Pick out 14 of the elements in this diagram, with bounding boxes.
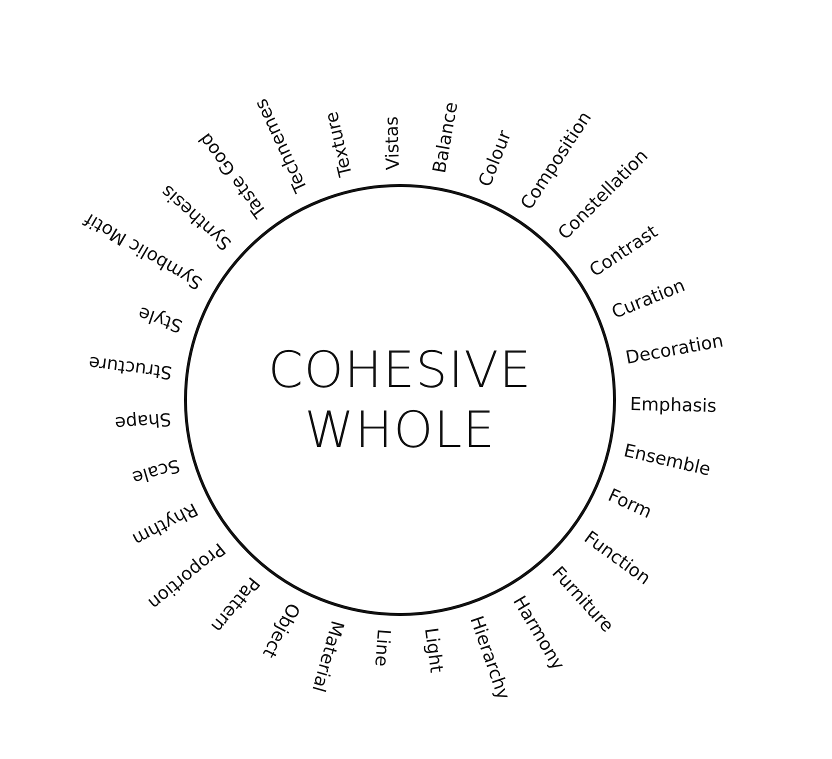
radial-label: Light [418,626,448,674]
radial-label: Line [369,628,396,668]
radial-label: Form [604,484,656,526]
radial-label: Style [135,301,186,338]
radial-label: Scale [129,453,182,489]
radial-label: Shape [114,407,172,434]
radial-label: Vistas [380,116,404,170]
radial-label: Colour [474,127,517,191]
radial-label: Balance [428,100,464,176]
radial-label: Decoration [624,329,726,371]
radial-label: Texture [320,109,358,179]
center-title: COHESIVE WHOLE [267,340,533,460]
radial-label: Structure [87,350,174,384]
radial-label: Emphasis [630,393,717,420]
